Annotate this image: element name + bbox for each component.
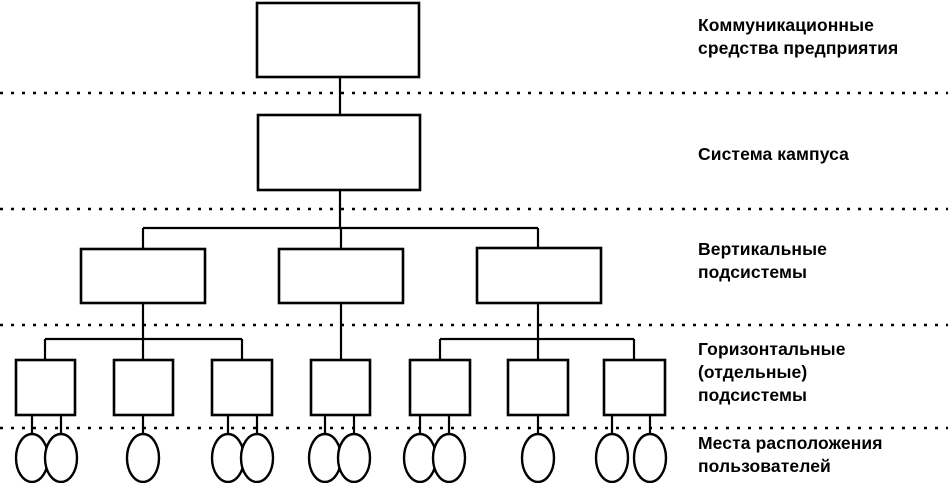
box-vertical-2[interactable] (277, 247, 405, 305)
box-horizontal-4[interactable] (309, 358, 372, 417)
separator-lines (0, 91, 948, 430)
connector-lines (30, 77, 652, 434)
user-location-nodes (14, 432, 668, 483)
user-node-6[interactable] (307, 432, 343, 483)
box-vertical-3[interactable] (475, 246, 603, 305)
box-horizontal-1[interactable] (14, 358, 77, 417)
user-node-2[interactable] (43, 432, 79, 483)
box-horizontal-3[interactable] (210, 358, 274, 417)
user-node-7[interactable] (336, 432, 372, 483)
user-node-10[interactable] (520, 432, 556, 483)
layer-label-vertical-subsystems: Вертикальные подсистемы (698, 239, 827, 282)
layer-label-campus-system: Система кампуса (698, 144, 849, 164)
user-node-4[interactable] (210, 432, 246, 483)
user-node-12[interactable] (632, 432, 668, 483)
user-node-1[interactable] (14, 432, 50, 483)
box-horizontal-2[interactable] (112, 358, 175, 417)
box-campus-1[interactable] (256, 113, 422, 192)
box-vertical-1[interactable] (79, 247, 207, 305)
box-horizontal-5[interactable] (408, 358, 472, 417)
layer-label-horizontal-subsystems: Горизонтальные (отдельные) подсистемы (698, 339, 846, 405)
layer-label-user-locations: Места расположения пользователей (698, 433, 883, 476)
user-node-11[interactable] (594, 432, 630, 483)
box-horizontal-7[interactable] (602, 358, 667, 417)
layer-label-enterprise-communications: Коммуникационные средства предприятия (698, 15, 899, 58)
block-boxes (14, 1, 667, 417)
box-enterprise-1[interactable] (255, 1, 421, 79)
user-node-3[interactable] (125, 432, 161, 483)
user-node-5[interactable] (239, 432, 275, 483)
box-horizontal-6[interactable] (506, 358, 570, 417)
user-node-8[interactable] (402, 432, 438, 483)
user-node-9[interactable] (431, 432, 467, 483)
